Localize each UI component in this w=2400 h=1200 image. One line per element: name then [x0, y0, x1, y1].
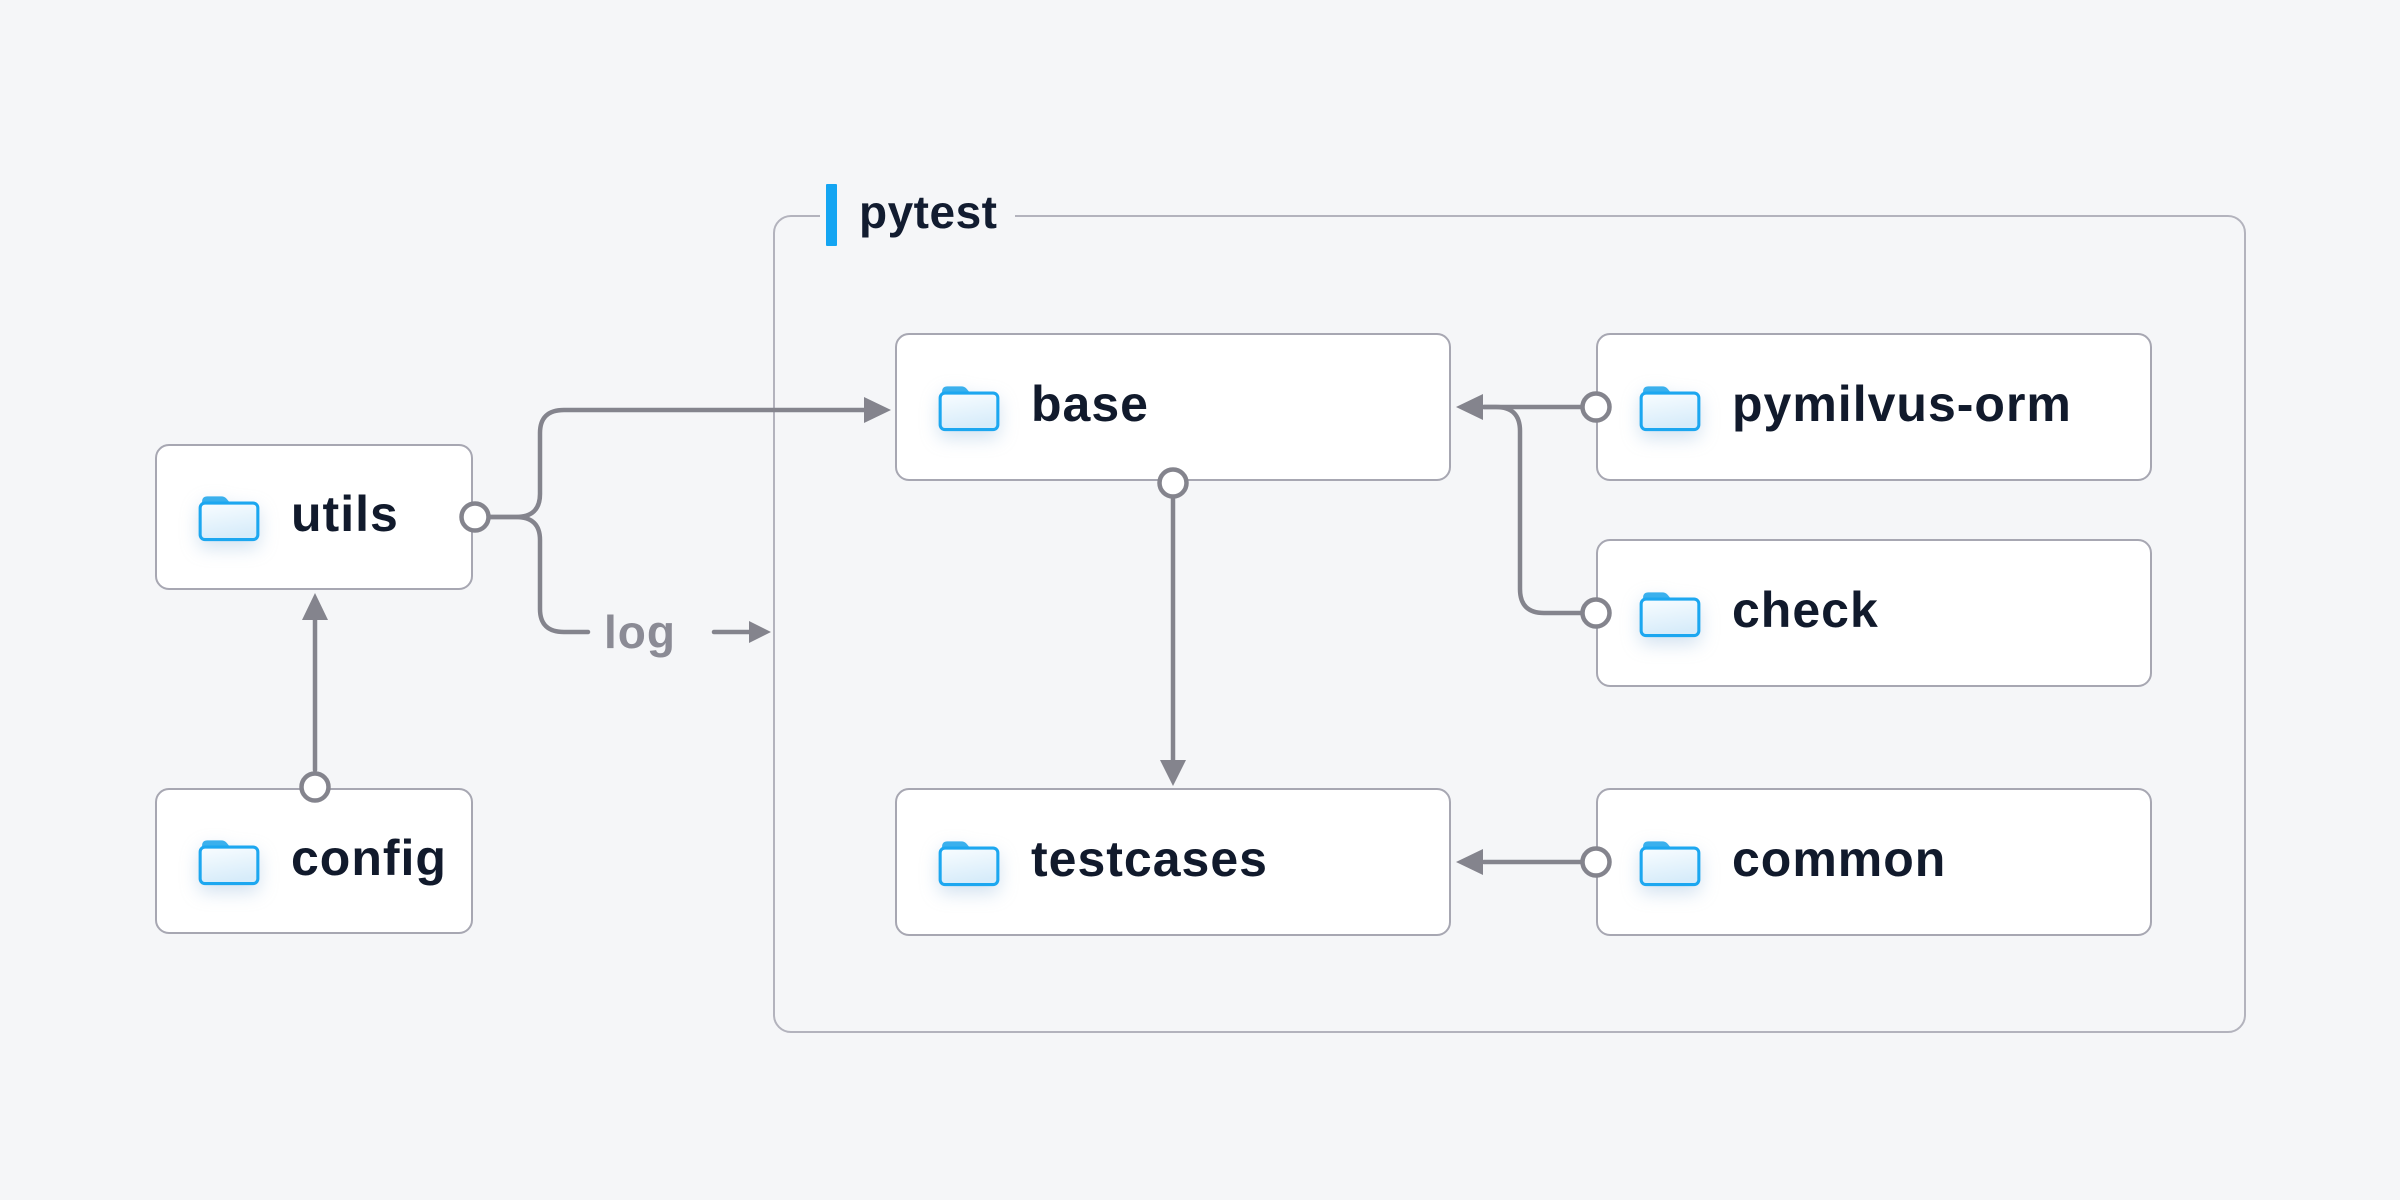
folder-icon	[937, 837, 1001, 887]
edge-utils-log	[486, 514, 591, 635]
folder-icon	[197, 492, 261, 542]
node-utils: utils	[155, 444, 473, 590]
node-label: utils	[291, 486, 399, 542]
node-label: common	[1732, 831, 1947, 887]
pytest-group-label: pytest	[820, 183, 1016, 247]
node-label: config	[291, 830, 447, 886]
node-pymilvus-orm: pymilvus-orm	[1596, 333, 2152, 481]
node-config: config	[155, 788, 473, 934]
accent-bar-icon	[826, 184, 837, 246]
folder-icon	[1638, 382, 1702, 432]
arrowhead-config-utils	[302, 593, 328, 620]
folder-icon	[197, 836, 261, 886]
folder-icon	[1638, 837, 1702, 887]
pytest-group-box	[773, 215, 2246, 1033]
node-label: check	[1732, 582, 1879, 638]
node-testcases: testcases	[895, 788, 1451, 936]
node-check: check	[1596, 539, 2152, 687]
edge-label-log: log	[604, 606, 676, 658]
node-label: base	[1031, 376, 1149, 432]
node-base: base	[895, 333, 1451, 481]
node-label: pymilvus-orm	[1732, 376, 2072, 432]
folder-icon	[937, 382, 1001, 432]
node-label: testcases	[1031, 831, 1268, 887]
node-common: common	[1596, 788, 2152, 936]
group-label-text: pytest	[859, 186, 998, 238]
folder-icon	[1638, 588, 1702, 638]
arrowhead-log	[749, 621, 771, 643]
